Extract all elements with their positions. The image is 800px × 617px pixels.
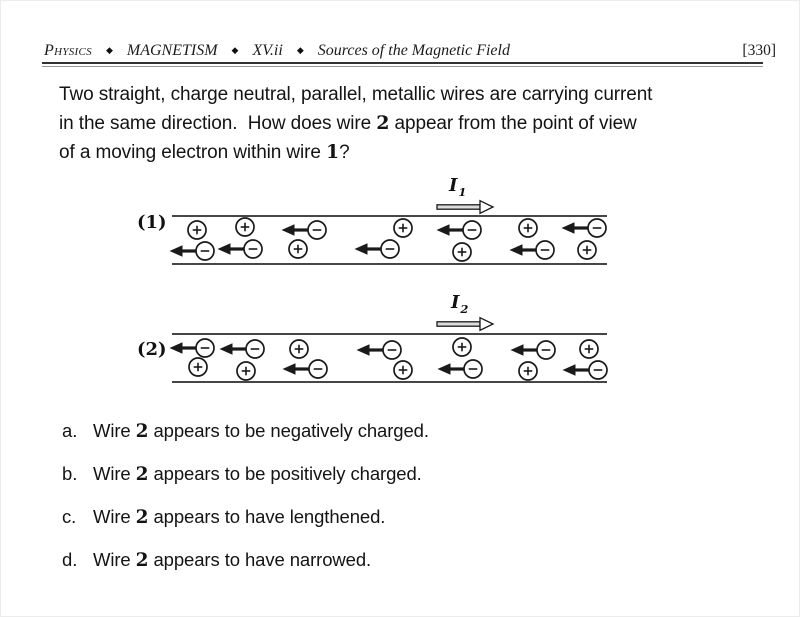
answer-text-part: Wire: [93, 420, 136, 441]
answer-letter: a.: [62, 420, 78, 441]
question-line-text: in the same direction. How does wire: [59, 113, 377, 134]
current-2-label: I2: [451, 292, 469, 316]
question-line-text: of a moving electron within wire: [59, 142, 327, 163]
positive-charge: [187, 220, 207, 240]
positive-charge: [235, 217, 255, 237]
header-subject: Physics: [44, 42, 92, 59]
negative-charge: [380, 239, 400, 259]
positive-charge: [393, 218, 413, 238]
answer-wire-number: 2: [135, 507, 149, 528]
answer-letter: d.: [62, 549, 78, 570]
current-subscript: 2: [460, 302, 469, 316]
negative-charge: [587, 218, 607, 238]
answer-text: Wire 2 appears to have lengthened.: [93, 505, 385, 530]
header-section: XV.ii: [252, 42, 283, 59]
positive-charge: [518, 361, 538, 381]
negative-charge: [195, 241, 215, 261]
negative-charge: [308, 359, 328, 379]
answer-choices: a. Wire 2 appears to be negatively charge…: [62, 419, 429, 591]
wire-1-label: (1): [137, 212, 167, 233]
answer-text-part: appears to be negatively charged.: [148, 420, 429, 441]
answer-text: Wire 2 appears to be negatively charged.: [93, 419, 429, 444]
current-direction-arrow: [436, 321, 481, 327]
negative-charge: [463, 359, 483, 379]
header: Physics ◆ MAGNETISM ◆ XV.ii ◆ Sources of…: [44, 42, 776, 60]
negative-charge: [382, 340, 402, 360]
positive-charge: [579, 339, 599, 359]
header-topic: MAGNETISM: [126, 42, 218, 59]
answer-text-part: appears to have lengthened.: [148, 506, 386, 527]
question-text: Two straight, charge neutral, parallel, …: [59, 80, 765, 167]
answer-text: Wire 2 appears to have narrowed.: [93, 548, 371, 573]
answer-letter: b.: [62, 463, 78, 484]
positive-charge: [452, 242, 472, 262]
current-direction-arrow: [436, 204, 481, 210]
header-rule: [42, 62, 763, 67]
answer-wire-number: 2: [135, 421, 149, 442]
question-line: of a moving electron within wire 1?: [59, 138, 765, 167]
current-symbol: I: [451, 292, 460, 313]
positive-charge: [288, 239, 308, 259]
positive-charge: [236, 361, 256, 381]
positive-charge: [577, 240, 597, 260]
figure-wire-2: [169, 316, 608, 383]
answer-text-part: appears to have narrowed.: [148, 549, 372, 570]
negative-charge: [535, 240, 555, 260]
answer-choice-a: a. Wire 2 appears to be negatively charge…: [62, 419, 429, 444]
question-line-text: appear from the point of view: [389, 113, 637, 134]
negative-charge: [245, 339, 265, 359]
question-line-text: Two straight, charge neutral, parallel, …: [59, 84, 653, 105]
question-line: Two straight, charge neutral, parallel, …: [59, 80, 765, 109]
positive-charge: [518, 218, 538, 238]
answer-choice-c: c. Wire 2 appears to have lengthened.: [62, 505, 429, 530]
diamond-separator-icon: ◆: [231, 45, 239, 55]
current-1-label: I1: [449, 175, 467, 199]
answer-choice-b: b. Wire 2 appears to be positively charge…: [62, 462, 429, 487]
negative-charge: [462, 220, 482, 240]
answer-text-part: Wire: [93, 506, 136, 527]
answer-text-part: Wire: [93, 549, 136, 570]
diamond-separator-icon: ◆: [105, 45, 113, 55]
answer-text: Wire 2 appears to be positively charged.: [93, 462, 422, 487]
answer-letter: c.: [62, 506, 77, 527]
diamond-separator-icon: ◆: [296, 45, 304, 55]
current-subscript: 1: [458, 185, 467, 199]
header-title: Physics ◆ MAGNETISM ◆ XV.ii ◆ Sources of…: [44, 42, 510, 60]
current-symbol: I: [449, 175, 458, 196]
figure-wire-1: [169, 199, 607, 265]
answer-wire-number: 2: [135, 550, 149, 571]
negative-charge: [307, 220, 327, 240]
positive-charge: [452, 337, 472, 357]
page-number: [330]: [742, 42, 776, 59]
question-wire-number: 1: [326, 141, 340, 163]
positive-charge: [289, 339, 309, 359]
answer-wire-number: 2: [135, 464, 149, 485]
negative-charge: [536, 340, 556, 360]
positive-charge: [393, 360, 413, 380]
answer-text-part: appears to be positively charged.: [148, 463, 422, 484]
answer-choice-d: d. Wire 2 appears to have narrowed.: [62, 548, 429, 573]
negative-charge: [195, 338, 215, 358]
question-line: in the same direction. How does wire 2 a…: [59, 109, 765, 138]
question-line-text: ?: [339, 142, 350, 163]
positive-charge: [188, 357, 208, 377]
answer-text-part: Wire: [93, 463, 136, 484]
wire-2-label: (2): [137, 339, 167, 360]
negative-charge: [243, 239, 263, 259]
header-chapter: Sources of the Magnetic Field: [317, 42, 510, 59]
question-wire-number: 2: [376, 112, 390, 134]
negative-charge: [588, 360, 608, 380]
